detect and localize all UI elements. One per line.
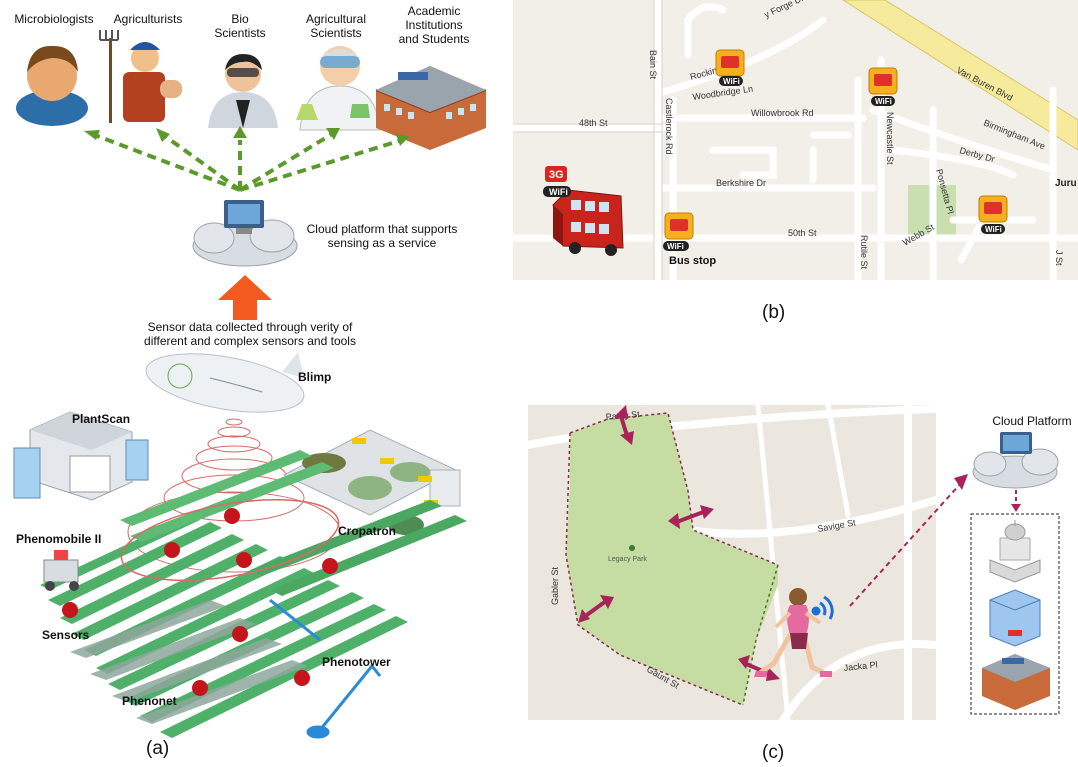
panel-a-caption: (a) <box>146 738 170 759</box>
panel-c-map: Legacy Park Patey St Savige St Jacka Pl … <box>528 405 936 720</box>
double-decker-bus-icon <box>552 189 624 256</box>
phenomobile-icon <box>43 550 79 591</box>
arrow-heads <box>84 126 410 146</box>
plantscan-icon <box>13 411 149 501</box>
wifi-signal-icon <box>811 595 834 620</box>
blimp-label: Blimp <box>298 370 332 384</box>
street-newcastle: Newcastle St <box>885 112 895 165</box>
stakeholder-label-agricultural-scientists: Agricultural Scientists <box>305 12 367 40</box>
panel-b-caption: (b) <box>762 302 786 323</box>
street-48th: 48th St <box>579 118 608 128</box>
street-bain: Bain St <box>648 50 658 80</box>
park-label: Legacy Park <box>608 556 647 563</box>
stakeholder-label-agriculturists: Agriculturists <box>113 12 183 26</box>
lab-scientist-icon <box>296 46 381 131</box>
cloud-platform-label: Cloud platform that supports sensing as … <box>306 222 458 250</box>
grey-field-rows <box>70 600 308 724</box>
cropatron-icon <box>282 429 461 535</box>
panel-b-map: Van Buren Blvd Birmingham Ave 48th St Wi… <box>513 0 1078 280</box>
street-map-b: Van Buren Blvd Birmingham Ave 48th St Wi… <box>513 0 1078 280</box>
person-icon <box>16 45 88 126</box>
sensor-dots <box>62 508 338 696</box>
svg-text:3G: 3G <box>549 169 564 181</box>
data-flow-arrows <box>91 132 403 192</box>
up-arrow <box>218 275 272 320</box>
scientist-icon <box>208 54 278 128</box>
street-rutile: Rutile St <box>859 235 869 270</box>
sensors-label: Sensors <box>42 628 90 642</box>
street-gabler: Gabler St <box>550 566 560 605</box>
farmer-icon <box>99 30 182 123</box>
phenonet-label: Phenonet <box>122 694 177 708</box>
street-castlerock: Castlerock Rd <box>664 98 674 155</box>
highlight-oval <box>120 498 340 582</box>
stakeholder-label-bio-scientists: Bio Scientists <box>214 12 266 40</box>
svg-text:WiFi: WiFi <box>985 225 1002 234</box>
svg-text:WiFi: WiFi <box>723 77 740 86</box>
cropatron-label: Cropatron <box>338 524 396 538</box>
legacy-park-area <box>566 413 778 705</box>
stakeholder-label-microbiologists: Microbiologists <box>14 12 94 26</box>
svg-text:WiFi: WiFi <box>875 97 892 106</box>
wifi-badge-icon: WiFi WiFi WiFi WiFi WiFi <box>543 76 1005 251</box>
svg-text:WiFi: WiFi <box>549 187 568 197</box>
street-j: J St <box>1054 250 1064 266</box>
bus-stop-icon <box>664 49 1008 240</box>
phenotower-icon <box>269 598 382 739</box>
phenotower-label: Phenotower <box>322 655 391 669</box>
street-juru: Juru <box>1055 178 1077 189</box>
blimp-icon <box>145 352 305 413</box>
runner-icon <box>754 588 832 677</box>
sensor-data-label: Sensor data collected through verity of … <box>144 320 356 348</box>
cloud-platform-c-label: Cloud Platform <box>992 414 1072 428</box>
3g-badge-icon: 3G <box>545 166 567 182</box>
svg-text:WiFi: WiFi <box>667 242 684 251</box>
street-willowbrook: Willowbrook Rd <box>751 108 814 118</box>
university-icon <box>375 66 487 150</box>
street-jacka: Jacka Pl <box>843 659 878 673</box>
plantscan-label: PlantScan <box>72 412 131 426</box>
cloud-platform-icon <box>192 200 298 267</box>
bus-stop-label: Bus stop <box>669 255 716 267</box>
stakeholder-label-academic: Academic Institutions and Students <box>398 4 470 46</box>
street-map-c: Legacy Park Patey St Savige St Jacka Pl … <box>528 405 936 720</box>
phenomobile-label: Phenomobile II <box>16 532 102 546</box>
panel-c-caption: (c) <box>762 742 785 763</box>
street-berkshire: Berkshire Dr <box>716 178 766 188</box>
street-50th: 50th St <box>788 228 817 238</box>
